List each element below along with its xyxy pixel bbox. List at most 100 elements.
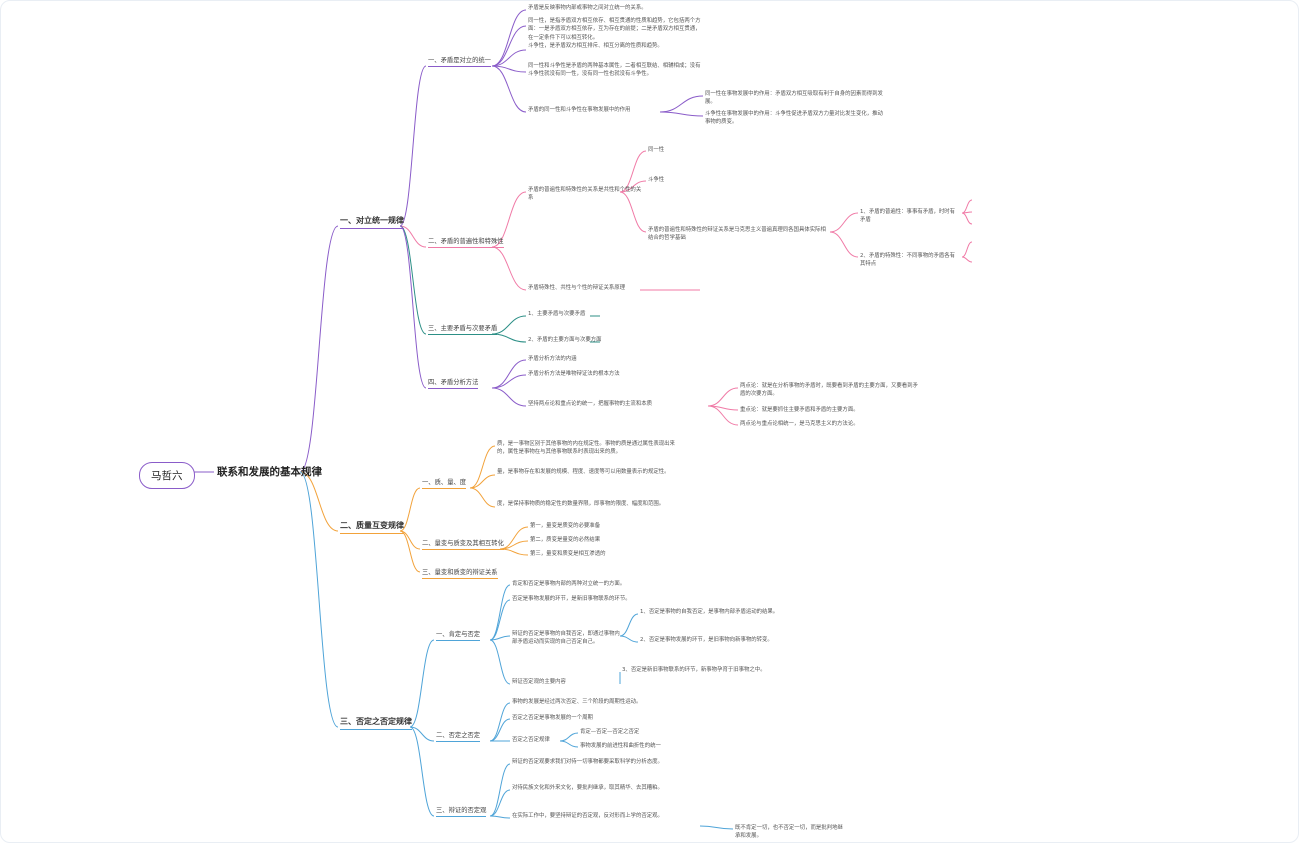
topic-quality-quantity-degree[interactable]: 一、质、量、度 xyxy=(422,477,467,489)
leaf: 第一，量变是质变的必要准备 xyxy=(530,523,601,529)
edge xyxy=(491,49,527,67)
edge xyxy=(489,763,511,817)
leaf: 在实际工作中，要坚持辩证的否定观，反对形而上学的否定观。 xyxy=(512,813,663,819)
edge-section-2 xyxy=(299,471,339,532)
edge xyxy=(491,315,527,335)
edge xyxy=(829,231,859,258)
edge xyxy=(491,387,527,407)
edge xyxy=(409,726,435,742)
leaf: 同一性 xyxy=(648,147,665,153)
edge xyxy=(489,718,511,742)
edge xyxy=(619,180,647,193)
edge xyxy=(399,530,421,573)
topic-dialectical-negation-view[interactable]: 三、辩证的否定观 xyxy=(436,805,487,817)
edge xyxy=(699,825,734,830)
edge xyxy=(619,150,647,193)
topic-unity-of-opposites[interactable]: 一、矛盾是对立的统一 xyxy=(428,55,491,67)
edge xyxy=(559,740,579,748)
edge xyxy=(961,241,973,258)
edge xyxy=(499,526,529,550)
topic-universality-particularity[interactable]: 二、矛盾的普遍性和特殊性 xyxy=(428,236,504,248)
leaf: 否定是事物发展的环节，是新旧事物联系的环节。 xyxy=(512,596,631,602)
section-quantity-quality[interactable]: 二、质量互变规律 xyxy=(340,520,404,534)
topic-principal-contradiction[interactable]: 三、主要矛盾与次要矛盾 xyxy=(428,323,498,335)
edge xyxy=(961,256,973,263)
edge xyxy=(491,65,527,113)
leaf: 矛盾分析方法的内涵 xyxy=(528,356,577,362)
edge xyxy=(399,225,427,389)
edge xyxy=(491,374,527,389)
leaf: 第二，质变是量变的必然结果 xyxy=(530,537,601,543)
root-node[interactable]: 马哲六 xyxy=(139,462,195,489)
leaf: 辩证的否定观要求我们对待一切事物都要采取科学的分析态度。 xyxy=(512,759,663,765)
edge-section-1 xyxy=(299,225,339,473)
section-contradiction[interactable]: 一、对立统一规律 xyxy=(340,215,404,229)
leaf: 两点论与重点论相统一，是马克思主义的方法论。 xyxy=(740,421,859,427)
topic-affirmation-negation[interactable]: 一、肯定与否定 xyxy=(436,629,481,641)
edge xyxy=(489,639,511,685)
leaf: 矛盾是反映事物内部或事物之间对立统一的关系。 xyxy=(528,5,647,11)
edge xyxy=(619,613,639,637)
edge xyxy=(829,212,859,233)
leaf: 矛盾分析方法是唯物辩证法的根本方法 xyxy=(528,371,620,377)
leaf: 同一性在事物发展中的作用：矛盾双方相互吸取有利于自身的因素而得到发展。 xyxy=(705,91,883,106)
edge xyxy=(469,487,496,508)
leaf: 辩证的否定是事物的自我否定，即通过事物内部矛盾运动而实现的自己否定自己。 xyxy=(512,631,620,646)
leaf: 斗争性，是矛盾双方相互排斥、相互分离的性质和趋势。 xyxy=(528,43,663,49)
edge xyxy=(707,405,739,426)
edge xyxy=(659,111,704,117)
leaf: 既不肯定一切，也不否定一切，而是批判地继承和发展。 xyxy=(735,825,843,840)
leaf: 重点论：就是要抓住主要矛盾和矛盾的主要方面。 xyxy=(740,407,859,413)
leaf: 对待民族文化和外来文化，要批判继承，取其精华、去其糟粕。 xyxy=(512,785,663,791)
leaf: 矛盾的普遍性和特殊性的辩证关系是马克思主义普遍真理同各国具体实际相结合的哲学基础 xyxy=(648,227,826,242)
edge xyxy=(491,246,527,291)
leaf: 1、主要矛盾与次要矛盾 xyxy=(528,311,586,317)
edge xyxy=(491,191,527,248)
edge xyxy=(469,445,496,489)
edge xyxy=(961,212,973,225)
edge xyxy=(491,25,527,67)
leaf: 同一性和斗争性是矛盾的两种基本属性，二者相互联结、相辅相成；没有斗争性就没有同一… xyxy=(528,63,701,78)
edge xyxy=(619,635,639,643)
edge xyxy=(409,726,435,817)
leaf: 2、否定是事物发展的环节，是旧事物向新事物的转变。 xyxy=(640,637,773,643)
leaf: 量，是事物存在和发展的规模、程度、速度等可以用数量表示的规定性。 xyxy=(497,469,670,475)
leaf: 事物的发展是经过两次否定、三个阶段的周期性运动。 xyxy=(512,699,642,705)
leaf: 肯定—否定—否定之否定 xyxy=(580,729,640,735)
leaf: 矛盾的同一性和斗争性在事物发展中的作用 xyxy=(528,107,631,113)
main-topic[interactable]: 联系和发展的基本规律 xyxy=(217,466,322,478)
edge xyxy=(491,65,527,73)
leaf: 肯定和否定是事物内部的两种对立统一的方面。 xyxy=(512,581,626,587)
edge xyxy=(399,225,427,248)
edge xyxy=(469,474,496,489)
leaf: 第三，量变和质变是相互渗透的 xyxy=(530,551,606,557)
leaf: 斗争性 xyxy=(648,177,665,183)
leaf: 矛盾的普遍性和特殊性的关系是共性和个性的关系 xyxy=(528,187,642,202)
edge xyxy=(489,599,511,641)
topic-negation-of-negation[interactable]: 二、否定之否定 xyxy=(436,730,481,742)
edge xyxy=(961,199,973,214)
leaf: 坚持两点论和重点论的统一，把握事物的主流和本质 xyxy=(528,401,652,407)
leaf: 矛盾特殊性、共性与个性的辩证关系原理 xyxy=(528,285,626,291)
leaf: 否定之否定规律 xyxy=(512,737,550,743)
edge xyxy=(707,387,739,407)
leaf: 两点论：就是在分析事物的矛盾时，既要看到矛盾的主要方面，又要看到矛盾的次要方面。 xyxy=(740,383,918,398)
edge xyxy=(491,359,527,389)
edge xyxy=(399,487,421,532)
edge xyxy=(409,639,435,728)
edge xyxy=(619,191,647,233)
leaf: 度，是保持事物质的稳定性的数量界限，即事物的限度、幅度和范围。 xyxy=(497,501,665,507)
edge xyxy=(399,65,427,227)
edge xyxy=(399,225,427,335)
leaf: 2、矛盾的特殊性：不同事物的矛盾各有其特点 xyxy=(860,253,956,268)
edge xyxy=(499,548,529,556)
edge xyxy=(489,815,511,819)
edge xyxy=(489,635,511,641)
section-negation[interactable]: 三、否定之否定规律 xyxy=(340,716,412,730)
topic-dialectical-relation[interactable]: 三、量变和质变的辩证关系 xyxy=(422,567,498,579)
topic-contradiction-analysis[interactable]: 四、矛盾分析方法 xyxy=(428,377,479,389)
edge-section-3 xyxy=(299,471,339,728)
topic-quantitative-qualitative-change[interactable]: 二、量变与质变及其相互转化 xyxy=(422,538,504,550)
edge xyxy=(659,95,704,113)
